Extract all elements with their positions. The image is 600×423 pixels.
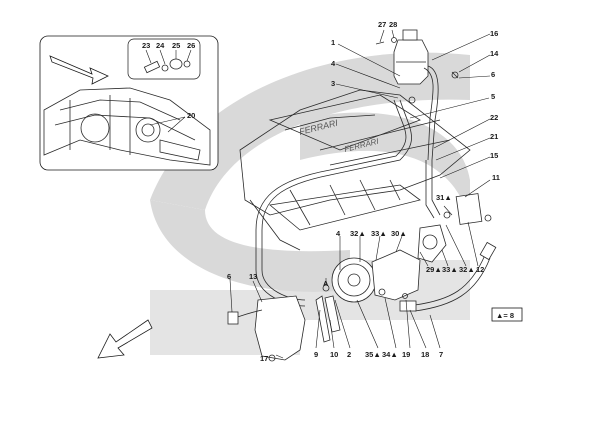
callout-23: 23 [142, 41, 150, 50]
callout-34: 34▲ [382, 350, 398, 359]
inset-detail-box [39, 35, 219, 171]
callout-2: 2 [347, 350, 351, 359]
callout-labels: 27 28 1 4 3 16 14 6 5 22 21 15 11 31▲ 4 … [142, 20, 500, 363]
callout-7: 7 [439, 350, 443, 359]
lower-tank [227, 295, 306, 362]
legend-text: ▲= 8 [496, 311, 514, 320]
power-steering-pump [331, 193, 492, 303]
callout-35: 35▲ [365, 350, 381, 359]
callout-10: 10 [330, 350, 338, 359]
callout-24: 24 [156, 41, 165, 50]
callout-26: 26 [187, 41, 195, 50]
callout-31: 31▲ [436, 193, 452, 202]
callout-6-left: 6 [227, 272, 231, 281]
callout-19: 19 [402, 350, 410, 359]
callout-4-mid: 4 [336, 229, 341, 238]
callout-33-mid: 33▲ [371, 229, 387, 238]
callout-11: 11 [492, 173, 500, 182]
callout-5: 5 [491, 92, 495, 101]
callout-28: 28 [389, 20, 397, 29]
callout-33-right: 33▲ [442, 265, 458, 274]
callout-22: 22 [490, 113, 498, 122]
callout-32-right: 32▲ [459, 265, 475, 274]
callout-13: 13 [249, 272, 257, 281]
callout-3: 3 [331, 79, 335, 88]
callout-27: 27 [378, 20, 386, 29]
callout-25: 25 [172, 41, 180, 50]
brackets [315, 284, 408, 343]
callout-6-top: 6 [491, 70, 495, 79]
callout-32-mid: 32▲ [350, 229, 366, 238]
callout-A: A [323, 279, 329, 288]
callout-15: 15 [490, 151, 498, 160]
callout-4-top: 4 [331, 59, 336, 68]
legend-box: ▲= 8 [491, 307, 523, 322]
hoses [255, 99, 497, 312]
callout-16: 16 [490, 29, 498, 38]
callout-17: 17 [260, 354, 268, 363]
direction-arrow-icon [97, 319, 153, 359]
callout-18: 18 [421, 350, 429, 359]
callout-30: 30▲ [391, 229, 407, 238]
callout-9: 9 [314, 350, 318, 359]
direction-arrow-icon [49, 55, 109, 85]
leader-lines [229, 29, 491, 359]
callout-29: 29▲ [426, 265, 442, 274]
callout-1: 1 [331, 38, 335, 47]
small-fasteners [375, 37, 459, 104]
callout-20: 20 [187, 111, 195, 120]
callout-21: 21 [490, 132, 498, 141]
fluid-reservoir [393, 29, 439, 161]
callout-12: 12 [476, 265, 484, 274]
callout-14: 14 [490, 49, 499, 58]
